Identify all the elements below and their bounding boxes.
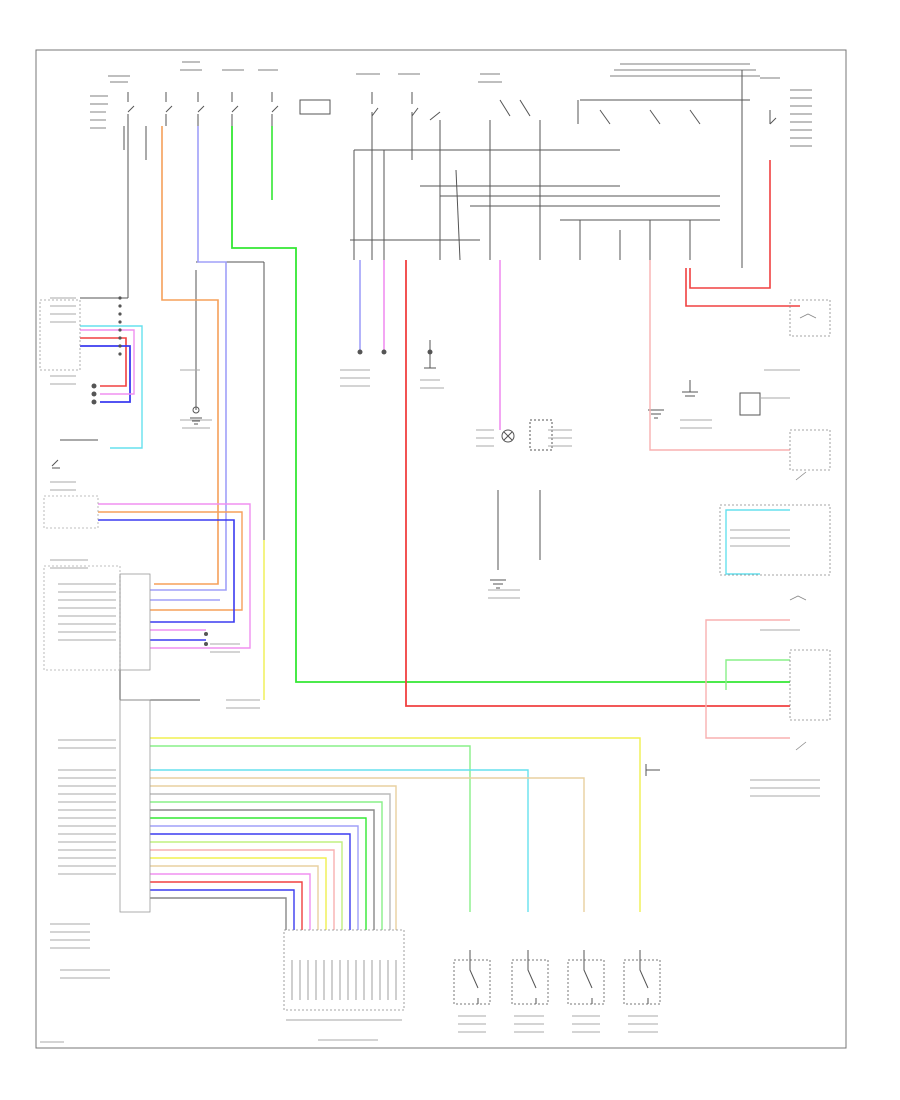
wire-blue-left xyxy=(80,345,131,403)
wire-red-right xyxy=(689,160,771,289)
black-bus-lines xyxy=(60,70,743,701)
wire-red-left xyxy=(80,337,127,387)
top-fuses xyxy=(127,92,777,126)
steering-switch-box xyxy=(43,495,99,529)
wire-lightpink-2 xyxy=(705,619,790,739)
wire-pink-left xyxy=(80,329,135,395)
bcm-lower-box xyxy=(119,699,151,913)
wire-orange xyxy=(154,126,219,585)
combination-switch xyxy=(283,929,405,1021)
illegible-labels xyxy=(40,297,820,1043)
bottom-switches xyxy=(453,950,661,1005)
combination-switch-wires xyxy=(150,737,641,930)
right-side-components xyxy=(719,299,831,751)
wire-orange-steer xyxy=(98,511,243,611)
wire-red-long xyxy=(405,260,790,707)
wire-lightpink-1 xyxy=(649,260,790,451)
center-lamp xyxy=(501,419,553,451)
wire-green-long xyxy=(231,126,790,683)
combination-meter-box xyxy=(39,299,81,371)
diagram-border xyxy=(35,49,847,1049)
wire-lightgreen-right xyxy=(725,659,790,690)
bcm-box xyxy=(119,573,151,671)
optical-sensor-box xyxy=(43,565,121,671)
wire-violet xyxy=(150,126,227,591)
top-fuse-blocks xyxy=(90,61,812,147)
connector-dots xyxy=(91,296,433,646)
wire-pink-steer xyxy=(98,503,251,649)
wire-red-right2 xyxy=(685,268,800,307)
wire-cyan-left xyxy=(80,325,143,449)
wire-cyan-right xyxy=(725,509,790,575)
wire-blue-steer xyxy=(98,519,235,623)
